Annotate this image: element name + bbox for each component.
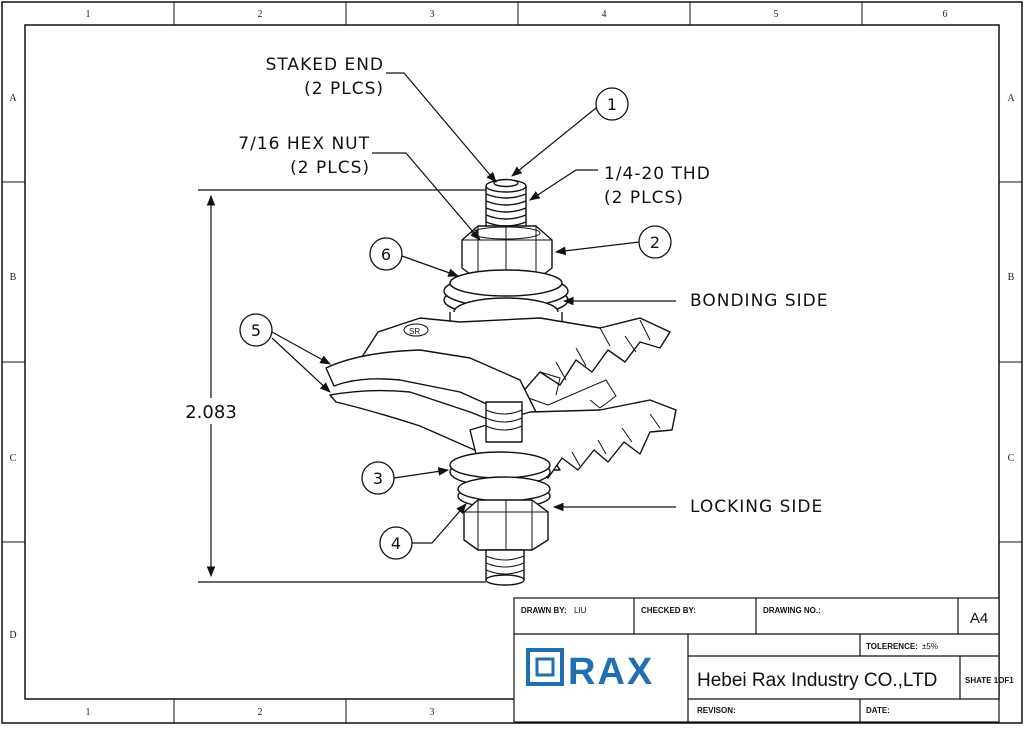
zone-row-label: A: [9, 93, 17, 104]
zone-row-label: C: [10, 453, 17, 464]
sheet-size: A4: [970, 610, 988, 627]
zone-labels-top: 1 2 3 4 5 6: [86, 9, 948, 20]
zone-col-label: 3: [430, 707, 435, 718]
balloon-number: 2: [650, 233, 660, 252]
balloon-number: 3: [373, 469, 383, 488]
sheet-number: SHATE 1OF1: [965, 676, 1014, 685]
leader-lines: [271, 72, 676, 544]
upper-hex-nut: [461, 225, 553, 281]
zone-col-label: 6: [943, 9, 948, 20]
zone-labels-bottom: 1 2 3: [86, 707, 435, 718]
balloon-1: 1: [595, 87, 629, 121]
height-dimension: [198, 189, 486, 583]
middle-stud: [485, 401, 523, 443]
tolerance-value: ±5%: [922, 642, 938, 651]
balloon-5: 5: [239, 313, 273, 347]
zone-col-label: 2: [258, 707, 263, 718]
company-name: Hebei Rax Industry CO.,LTD: [697, 670, 937, 691]
zone-col-label: 4: [602, 9, 607, 20]
callout-line: (2 PLCS): [604, 188, 684, 208]
balloon-3: 3: [361, 461, 395, 495]
zone-row-label: A: [1007, 93, 1015, 104]
zone-row-label: B: [1008, 272, 1015, 283]
balloon-number: 5: [251, 321, 261, 340]
height-dimension-value: 2.083: [185, 402, 237, 423]
callout-line: (2 PLCS): [304, 79, 384, 99]
zone-col-label: 3: [430, 9, 435, 20]
date-label: DATE:: [866, 706, 890, 715]
callout-line: (2 PLCS): [290, 158, 370, 178]
zone-row-label: C: [1008, 453, 1015, 464]
lower-stud: [485, 549, 525, 586]
zone-labels-right: A B C: [1007, 93, 1015, 464]
drawing-no-label: DRAWING NO.:: [763, 606, 821, 615]
callout-hex-nut: 7/16 HEX NUT (2 PLCS): [238, 134, 370, 178]
part-mark: SR: [409, 327, 420, 336]
callout-bonding-side: BONDING SIDE: [690, 291, 829, 311]
zone-col-label: 5: [774, 9, 779, 20]
balloon-number: 4: [391, 534, 401, 553]
revision-label: REVISON:: [697, 706, 736, 715]
title-block: [513, 597, 1000, 723]
lower-hex-nut: [463, 499, 549, 551]
drawn-by-value: LIU: [574, 606, 587, 615]
zone-col-label: 2: [258, 9, 263, 20]
zone-row-label: B: [10, 272, 17, 283]
balloon-number: 6: [381, 245, 391, 264]
zone-col-label: 1: [86, 9, 91, 20]
callout-line: 1/4-20 THD: [604, 164, 711, 184]
balloon-number: 1: [607, 95, 617, 114]
callout-line: STAKED END: [266, 55, 384, 75]
callout-staked-end: STAKED END (2 PLCS): [266, 55, 384, 99]
rax-logo: RAX: [526, 648, 654, 693]
zone-row-label: D: [9, 630, 16, 641]
callout-locking-side: LOCKING SIDE: [690, 497, 823, 517]
balloon-2: 2: [638, 225, 672, 259]
zone-col-label: 1: [86, 707, 91, 718]
balloon-6: 6: [369, 237, 403, 271]
logo-wordmark: RAX: [568, 651, 654, 693]
tolerance-label: TOLERENCE:: [866, 642, 918, 651]
callout-thread: 1/4-20 THD (2 PLCS): [604, 164, 711, 208]
checked-by-label: CHECKED BY:: [641, 606, 696, 615]
balloon-4: 4: [379, 526, 413, 560]
clamp-illustration: SR: [325, 178, 677, 586]
zone-labels-left: A B C D: [9, 93, 17, 641]
callout-line: 7/16 HEX NUT: [238, 134, 370, 154]
upper-stud: [485, 178, 527, 233]
drawn-by-label: DRAWN BY:: [521, 606, 567, 615]
